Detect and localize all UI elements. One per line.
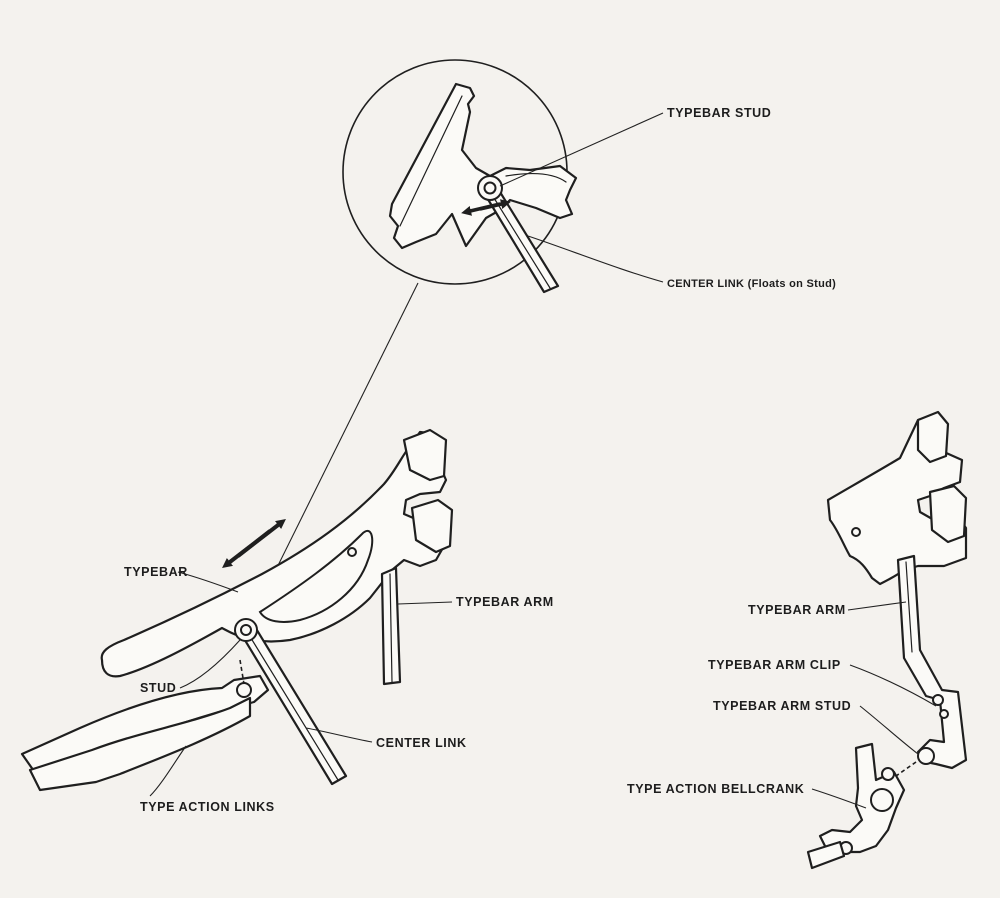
label-typebar-arm-left: TYPEBAR ARM: [456, 595, 554, 609]
leader-typebar-arm-right: [847, 601, 907, 611]
leader-typebar: [177, 571, 239, 593]
right-typebar-hole: [851, 527, 861, 537]
label-center-link: CENTER LINK: [376, 736, 467, 750]
typebar-arm-clip-hole-2: [939, 709, 949, 719]
leader-typebar-arm-stud: [859, 705, 919, 755]
right-type-slug-lower: [928, 484, 968, 544]
typebar-arm-clip-hole: [932, 694, 944, 706]
bellcrank-pivot: [870, 788, 894, 812]
label-type-action-links: TYPE ACTION LINKS: [140, 800, 275, 814]
labels: TYPEBAR STUD CENTER LINK (Floats on Stud…: [124, 106, 851, 814]
typebar-arm-left-edge: [389, 573, 393, 683]
detail-arc-edge: [505, 172, 567, 183]
typebar-hole: [347, 547, 357, 557]
center-link-edge: [245, 629, 339, 781]
leader-center-link: [305, 727, 373, 743]
typebar-movement-arrow-back: [222, 529, 272, 569]
label-typebar-arm-stud: TYPEBAR ARM STUD: [713, 699, 851, 713]
detail-typebar-stud-inner: [483, 181, 497, 195]
typebar-cutout: [258, 530, 374, 623]
bellcrank-link-dash: [895, 761, 917, 777]
typebar-arm-right-edge: [905, 561, 913, 653]
leader-typebar-stud: [499, 112, 664, 187]
right-assembly: [806, 410, 968, 870]
detail-magnifier: [249, 59, 578, 623]
leader-typebar-arm-left: [397, 601, 453, 605]
leader-type-action-links: [149, 745, 187, 797]
type-slug-upper: [402, 428, 448, 482]
detail-center-link-edge: [493, 197, 551, 289]
typebar-arm-stud-part: [917, 747, 935, 765]
type-slug-lower: [410, 498, 454, 554]
bellcrank-hole-top: [881, 767, 895, 781]
right-type-slug-upper: [916, 410, 950, 464]
label-stud: STUD: [140, 681, 176, 695]
label-center-link-floats: CENTER LINK (Floats on Stud): [667, 278, 836, 290]
label-type-action-bellcrank: TYPE ACTION BELLCRANK: [627, 782, 804, 796]
left-assembly: [20, 428, 454, 792]
typebar-part: [100, 430, 450, 678]
label-typebar-stud: TYPEBAR STUD: [667, 106, 771, 120]
leader-center-link-floats: [527, 235, 664, 283]
type-action-link-lower: [28, 696, 252, 792]
label-typebar: TYPEBAR: [124, 565, 188, 579]
label-typebar-arm-right: TYPEBAR ARM: [748, 603, 846, 617]
type-action-link-hole: [236, 682, 252, 698]
detail-typebar-part: [388, 82, 578, 250]
stud-part-inner: [240, 624, 252, 636]
leader-lines: [149, 112, 937, 809]
detail-typebar-edge: [399, 95, 463, 227]
leader-type-action-bellcrank: [811, 788, 867, 809]
leader-typebar-arm-clip: [849, 664, 937, 707]
leader-stud: [179, 639, 241, 689]
detail-float-arrow-back: [479, 199, 511, 211]
bellcrank-link-left: [806, 840, 846, 870]
label-typebar-arm-clip: TYPEBAR ARM CLIP: [708, 658, 841, 672]
